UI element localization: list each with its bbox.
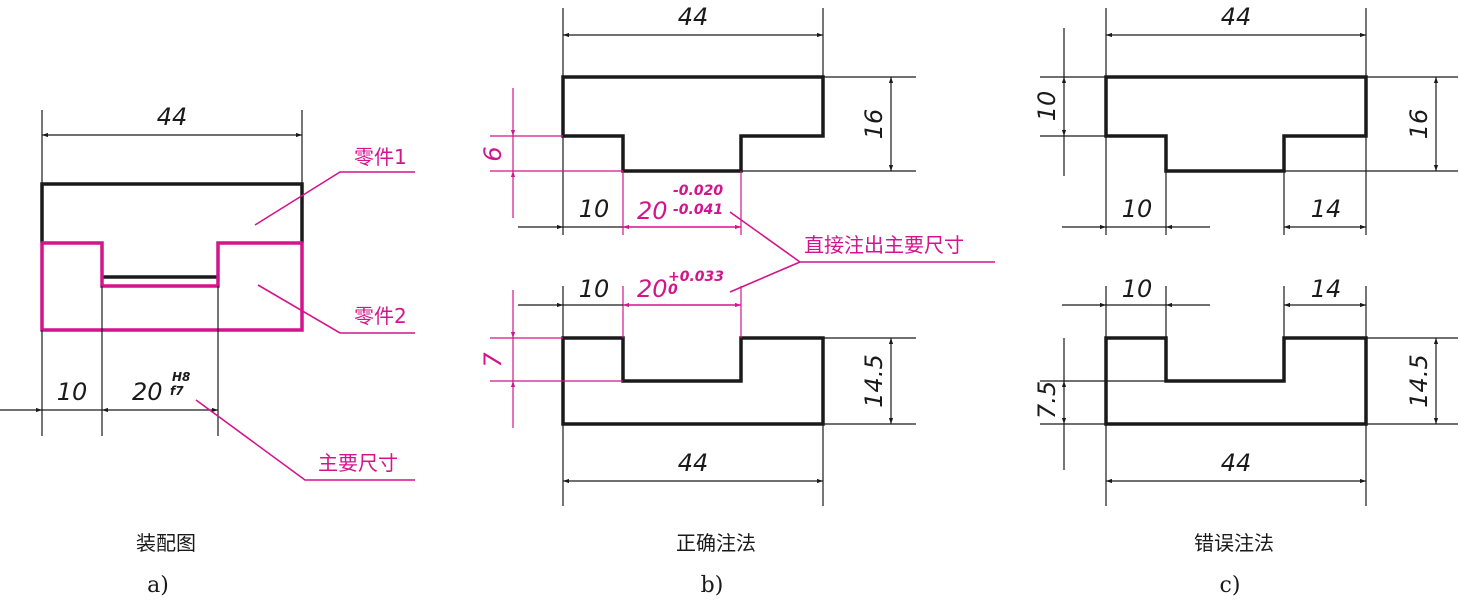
caption-letter-a: a)	[147, 573, 169, 598]
dim-text-top-left: 10	[1122, 195, 1153, 223]
extension-lines	[1040, 8, 1458, 506]
label-part1: 零件1	[354, 145, 407, 169]
caption-letter-b: b)	[701, 573, 724, 598]
caption-letter-c: c)	[1220, 573, 1241, 598]
caption-c: 错误注法	[1194, 531, 1274, 555]
dim-text-bot-height: 14.5	[860, 354, 888, 407]
dim-text-bot-width: 44	[678, 449, 709, 477]
label-main-dimension: 主要尺寸	[318, 451, 398, 475]
dim-text-top-width: 44	[1221, 3, 1252, 31]
dim-text-top-step: 10	[1033, 91, 1061, 122]
dim-text-top-slot-lower: -0.041	[673, 202, 723, 218]
dim-text-top-height: 16	[860, 109, 888, 140]
dim-text-bot-right: 14	[1311, 275, 1342, 303]
dim-text-top-height: 16	[1405, 109, 1433, 140]
part1-outline	[40, 182, 304, 279]
dim-text-left: 10	[57, 378, 88, 406]
dim-text-bot-step: 7	[479, 352, 507, 368]
panel-c: 44 10 16 10 14 10 14 7.5 14.5 44	[1033, 3, 1458, 598]
label-part2: 零件2	[354, 304, 407, 328]
callout-leaders	[729, 211, 995, 293]
caption-a: 装配图	[136, 531, 196, 555]
dim-text-top-slot-upper: -0.020	[673, 183, 723, 199]
part1-outline	[561, 75, 825, 173]
dim-text-fit-upper: H8	[172, 370, 190, 384]
panel-a: 44 10 20 H8 f7 零件1 零件2 主要尺寸 装配图 a)	[0, 103, 415, 598]
dim-text-bot-slot-upper: +0.033	[668, 269, 724, 285]
extension-lines	[562, 8, 916, 506]
dim-text-fit-lower: f7	[170, 384, 184, 398]
dim-text-bot-slot-lower: 0	[668, 282, 678, 298]
callout-text: 直接注出主要尺寸	[804, 233, 964, 257]
dim-text-bot-height: 14.5	[1405, 354, 1433, 407]
dim-text-top-slot-base: 20	[637, 197, 668, 225]
part2-outline	[40, 241, 304, 332]
dim-text-fit-base: 20	[132, 378, 163, 406]
dim-text-bot-left: 10	[1122, 275, 1153, 303]
dim-text-top-width: 44	[678, 3, 709, 31]
dim-text-width: 44	[157, 103, 188, 131]
dim-text-top-left: 10	[579, 195, 610, 223]
part1-outline	[1104, 75, 1368, 173]
caption-b: 正确注法	[676, 531, 756, 555]
dim-text-bot-step: 7.5	[1033, 381, 1061, 419]
dim-text-bot-left: 10	[579, 275, 610, 303]
panel-b: 44 16 10 6 20 -0.020 -0.041	[479, 3, 995, 598]
dim-text-top-right: 14	[1311, 195, 1342, 223]
dim-text-top-step: 6	[479, 146, 507, 161]
dim-text-bot-width: 44	[1221, 449, 1252, 477]
dim-text-bot-slot-base: 20	[637, 275, 668, 303]
leader-lines	[195, 171, 415, 481]
